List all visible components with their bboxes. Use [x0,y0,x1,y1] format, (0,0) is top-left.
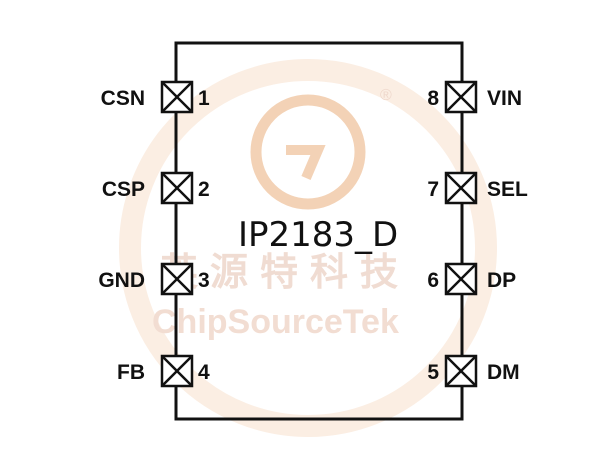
left-pin-group: CSN 1 CSP 2 GND 3 FB [98,80,210,388]
pin-4: FB 4 [117,354,210,388]
pin-2: CSP 2 [102,171,210,205]
watermark-chinese-text: 英源特科技 [160,249,410,294]
pin-name-label: GND [98,269,145,292]
watermark-outer-ring [119,59,497,437]
pin-cross [161,355,193,387]
pin-name-label: DM [487,361,520,384]
pin-cross [445,263,477,295]
pin-cross [445,172,477,204]
pin-cross [161,263,193,295]
pin-cross [445,81,477,113]
watermark-english-text: ChipSourceTek [152,303,399,341]
pin-number-label: 3 [198,269,210,292]
pin-7: 7 SEL [427,171,528,205]
chip-label: IP2183_D [238,215,398,255]
pin-cross [445,355,477,387]
watermark-registered: ® [380,87,392,104]
chip-body [174,41,464,421]
pin-number-label: 4 [198,361,210,384]
pin-number-label: 2 [198,178,210,201]
pin-cross [161,81,193,113]
pin-1: CSN 1 [101,80,210,114]
pin-name-label: CSN [101,87,145,110]
pin-number-label: 8 [427,87,439,110]
pin-name-label: VIN [487,87,522,110]
pin-8: 8 VIN [427,80,522,114]
pin-number-label: 5 [427,361,439,384]
watermark-inner-ring [250,94,366,210]
right-pin-group: 8 VIN 7 SEL 6 DP 5 DM [427,80,528,388]
pin-6: 6 DP [427,262,516,296]
pin-3: GND 3 [98,262,210,296]
pin-5: 5 DM [427,354,520,388]
pin-number-label: 7 [427,178,439,201]
pin-cross [161,172,193,204]
watermark-logo-mark [286,145,326,180]
watermark-logo: ® 英源特科技 ChipSourceTek [119,59,497,437]
pin-name-label: DP [487,269,516,292]
pin-number-label: 1 [198,87,210,110]
pin-name-label: CSP [102,178,145,201]
pin-number-label: 6 [427,269,439,292]
pin-name-label: FB [117,361,145,384]
pin-name-label: SEL [487,178,528,201]
